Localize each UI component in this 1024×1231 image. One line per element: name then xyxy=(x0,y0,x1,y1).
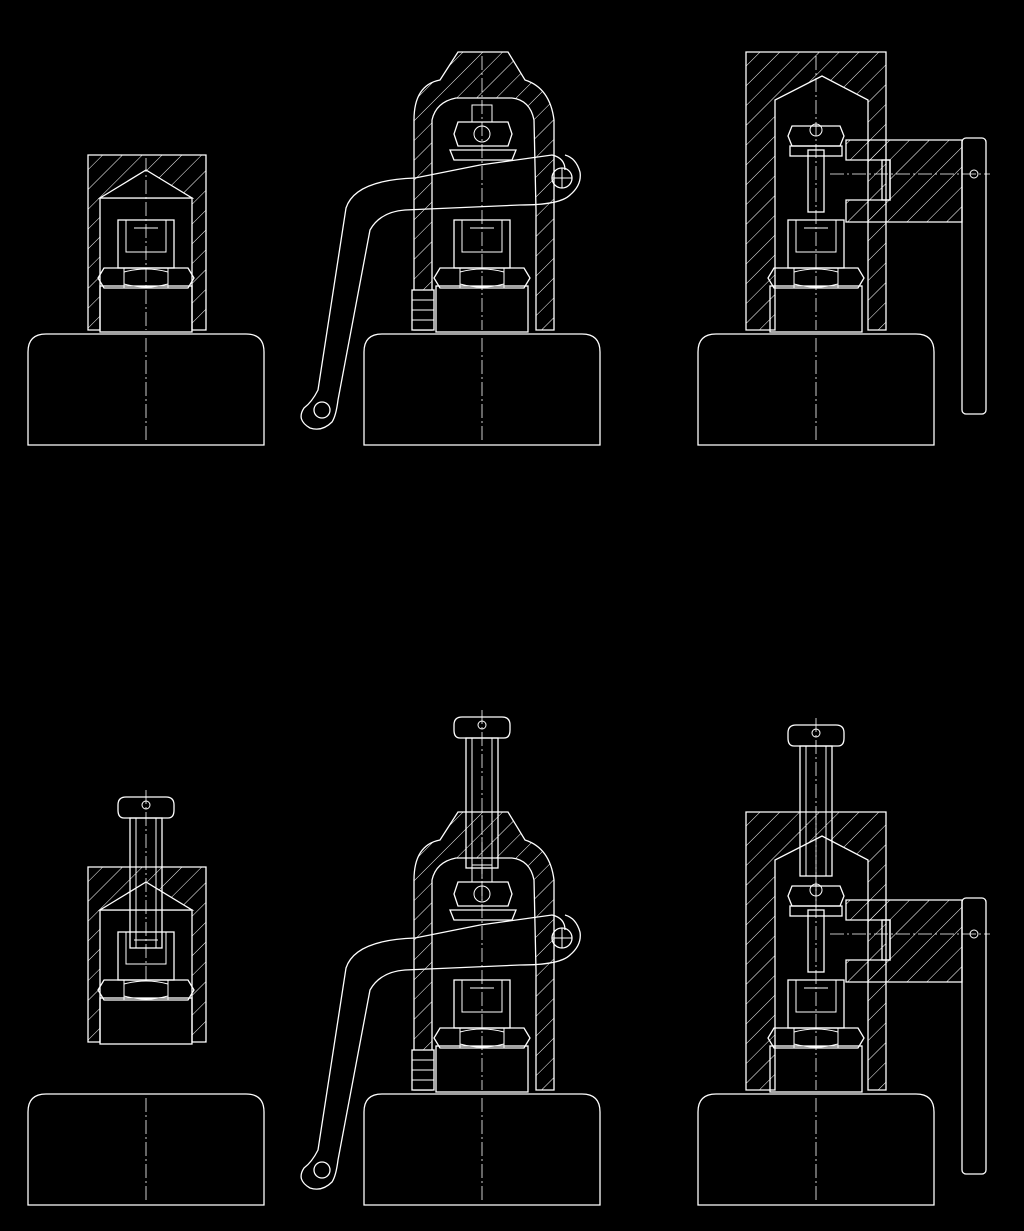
figure-cap-type-retracted xyxy=(27,154,265,446)
figure-cap-type-extended xyxy=(27,789,265,1206)
figure-side-handle-type-retracted xyxy=(697,51,991,446)
figure-side-handle-type-extended xyxy=(697,717,991,1206)
figure-lever-type-retracted xyxy=(300,51,601,446)
figure-lever-type-extended xyxy=(300,709,601,1206)
